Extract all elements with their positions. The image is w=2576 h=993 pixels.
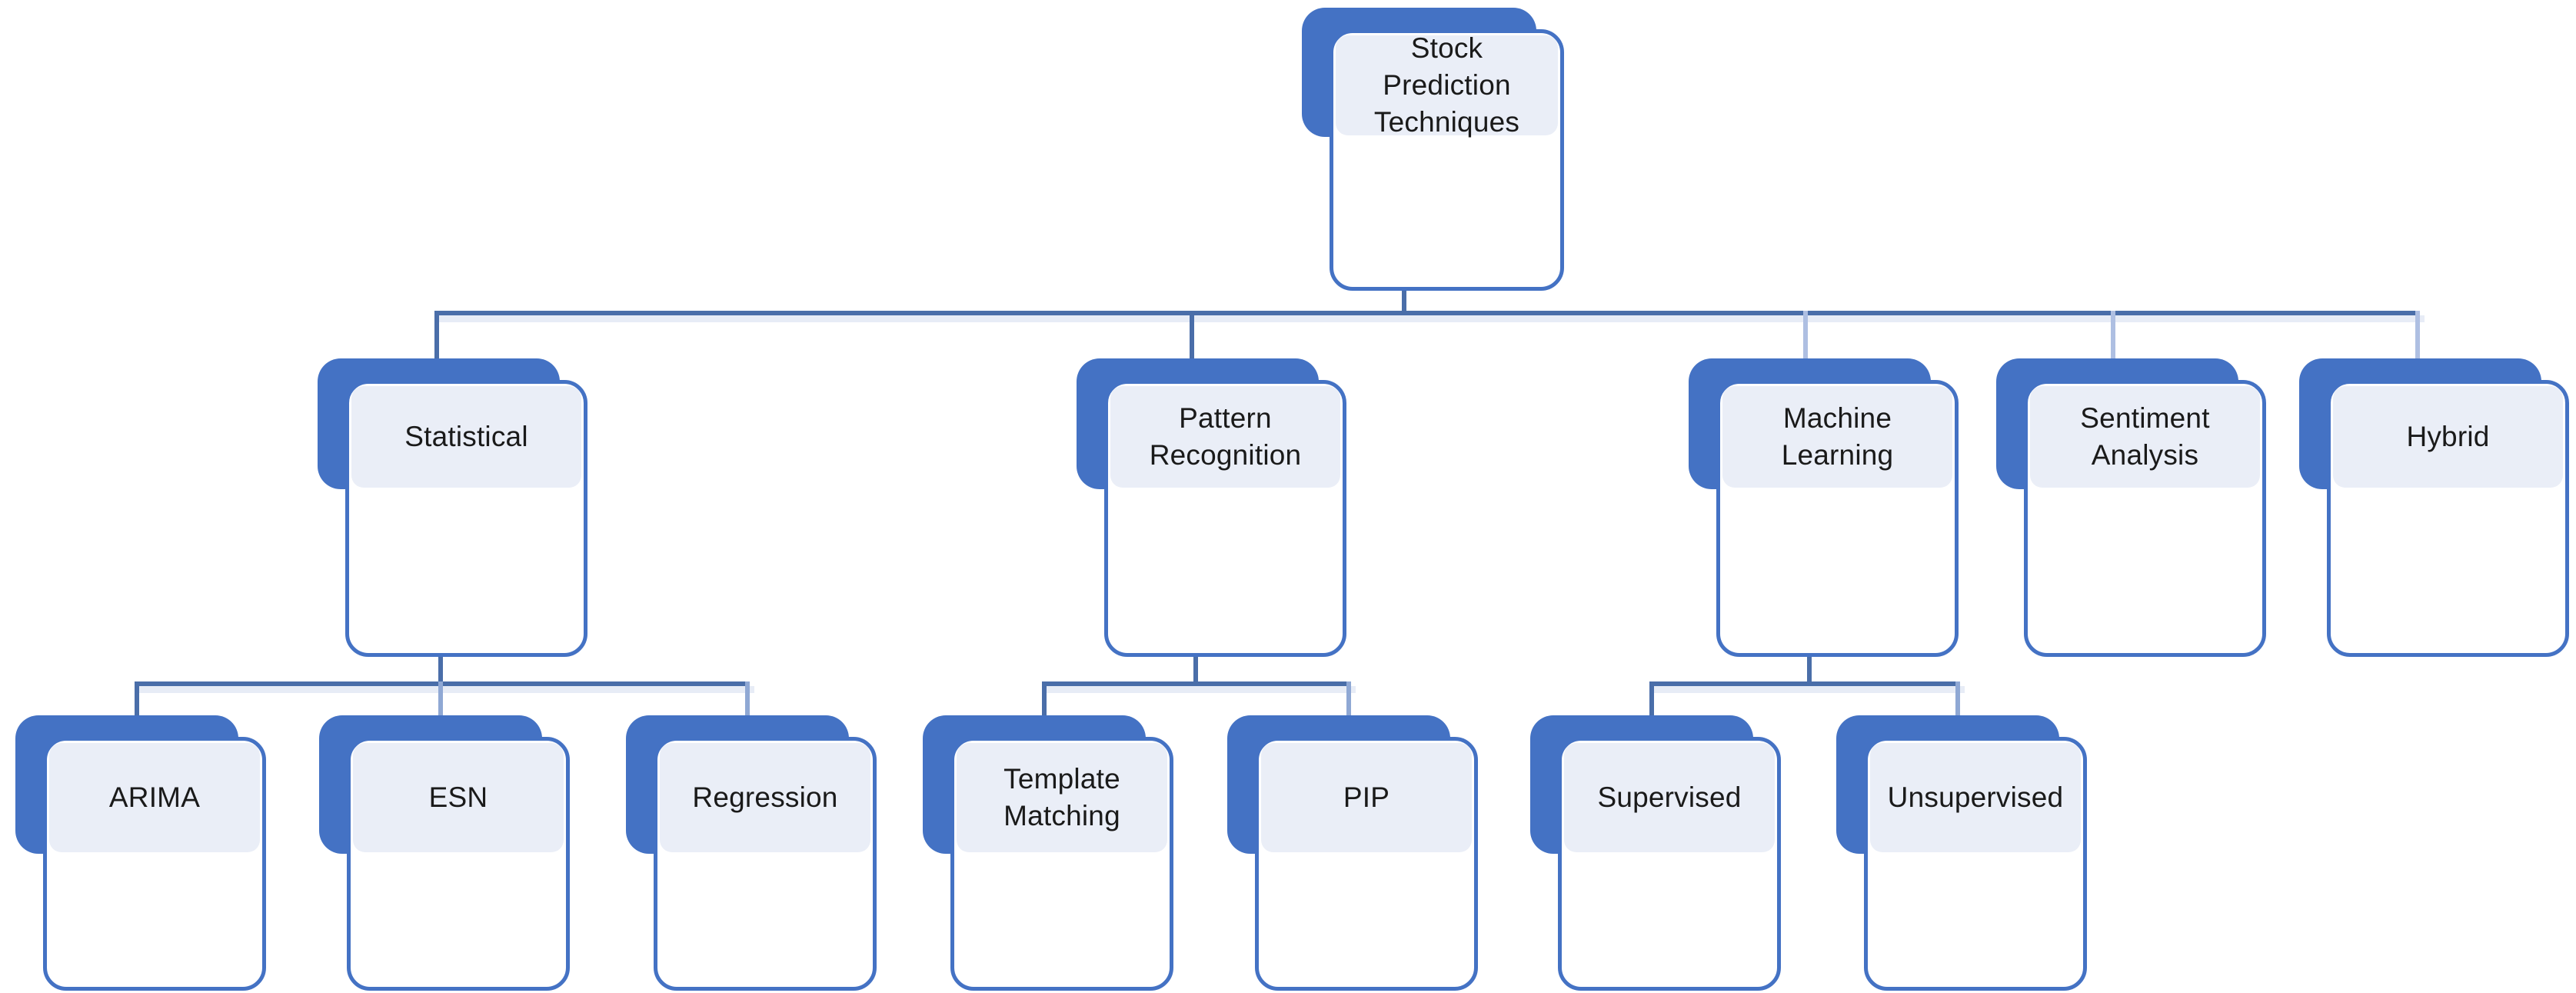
node-inner-fill: Unsupervised [1870,743,2081,852]
node-inner-fill: Supervised [1564,743,1775,852]
connector-machine-learning-stem [1807,632,1812,685]
node-template-matching[interactable]: Template Matching [923,715,1177,993]
node-label: ESN [428,781,488,813]
node-label: Statistical [404,420,528,452]
node-inner-fill: Template Matching [957,743,1167,852]
node-label: Pattern Recognition [1149,402,1302,471]
node-pip[interactable]: PIP [1227,715,1481,993]
connector-drop-template-matching [1042,681,1047,717]
connector-statistical-stem [438,632,443,685]
node-unsupervised[interactable]: Unsupervised [1836,715,2090,993]
connector-drop-arima [135,681,139,717]
connector-drop-pattern-recognition [1190,311,1194,358]
connector-drop-regression [745,681,750,717]
node-label: Hybrid [2406,420,2490,452]
node-label: PIP [1343,781,1390,813]
node-inner-fill: Machine Learning [1722,386,1952,488]
node-label: Machine Learning [1781,402,1894,471]
node-statistical[interactable]: Statistical [318,358,602,666]
connector-drop-pip [1346,681,1351,717]
node-supervised[interactable]: Supervised [1530,715,1784,993]
node-pattern-recognition[interactable]: Pattern Recognition [1077,358,1361,666]
node-inner-fill: Regression [660,743,870,852]
node-inner-fill: Stock Prediction Techniques [1336,32,1558,138]
node-label: Sentiment Analysis [2080,402,2210,471]
connector-drop-unsupervised [1955,681,1960,717]
connector-drop-sentiment-analysis [2111,311,2115,358]
node-label: Supervised [1597,781,1742,813]
connector-drop-esn [438,681,443,717]
connector-pattern-recognition-bus [1042,681,1356,693]
node-esn[interactable]: ESN [319,715,573,993]
node-inner-fill: Hybrid [2333,386,2563,488]
connector-root-bus [434,311,2425,322]
node-label: Regression [692,781,838,813]
node-inner-fill: ESN [353,743,564,852]
connector-machine-learning-bus [1649,681,1965,693]
node-stock-prediction-techniques[interactable]: Stock Prediction Techniques [1302,8,1586,292]
connector-drop-machine-learning [1803,311,1808,358]
node-machine-learning[interactable]: Machine Learning [1689,358,1973,666]
node-inner-fill: PIP [1261,743,1472,852]
connector-drop-hybrid [2415,311,2420,358]
node-inner-fill: Pattern Recognition [1110,386,1340,488]
node-inner-fill: ARIMA [49,743,260,852]
node-regression[interactable]: Regression [626,715,880,993]
node-label: Stock Prediction Techniques [1373,32,1520,138]
node-arima[interactable]: ARIMA [15,715,269,993]
connector-pattern-recognition-stem [1193,632,1198,685]
node-sentiment-analysis[interactable]: Sentiment Analysis [1996,358,2281,666]
node-label: Template Matching [1003,762,1120,831]
node-label: Unsupervised [1887,781,2064,813]
connector-drop-statistical [434,311,439,358]
node-inner-fill: Statistical [351,386,581,488]
node-inner-fill: Sentiment Analysis [2030,386,2260,488]
node-label: ARIMA [108,781,201,813]
connector-drop-supervised [1649,681,1654,717]
node-hybrid[interactable]: Hybrid [2299,358,2576,666]
